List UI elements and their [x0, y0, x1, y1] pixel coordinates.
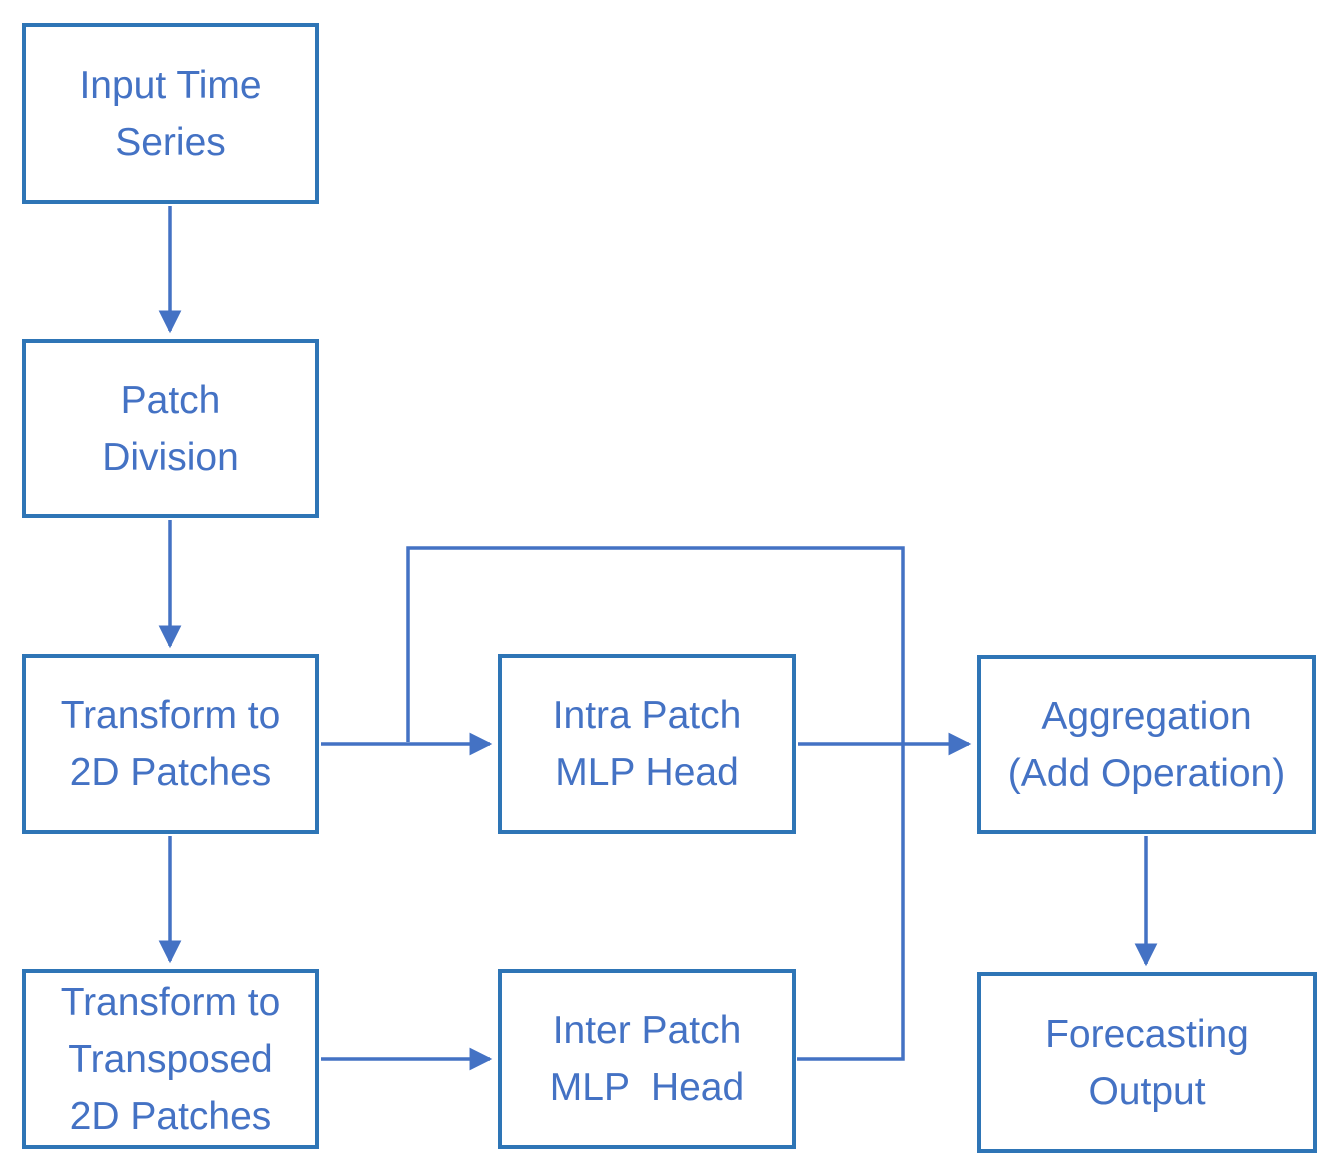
node-inter-patch-mlp-head: Inter Patch MLP Head: [498, 969, 796, 1149]
node-intra-patch-mlp-head: Intra Patch MLP Head: [498, 654, 796, 834]
node-transform-transposed-2d-patches: Transform to Transposed 2D Patches: [22, 969, 319, 1149]
node-label: Patch Division: [102, 378, 239, 479]
node-transform-2d-patches: Transform to 2D Patches: [22, 654, 319, 834]
node-label: Intra Patch MLP Head: [552, 694, 742, 794]
node-label: Aggregation (Add Operation): [1007, 694, 1286, 795]
node-label: Transform to 2D Patches: [60, 694, 281, 794]
node-label: Forecasting Output: [1045, 1012, 1249, 1113]
node-aggregation-add-operation: Aggregation (Add Operation): [977, 655, 1316, 834]
node-input-time-series: Input Time Series: [22, 23, 319, 204]
node-patch-division: Patch Division: [22, 339, 319, 518]
node-label: Input Time Series: [79, 63, 262, 164]
node-label: Transform to Transposed 2D Patches: [60, 980, 281, 1138]
edge-inter-bridge-line: [406, 546, 905, 1061]
node-forecasting-output: Forecasting Output: [977, 972, 1317, 1153]
node-label: Inter Patch MLP Head: [549, 1009, 745, 1109]
